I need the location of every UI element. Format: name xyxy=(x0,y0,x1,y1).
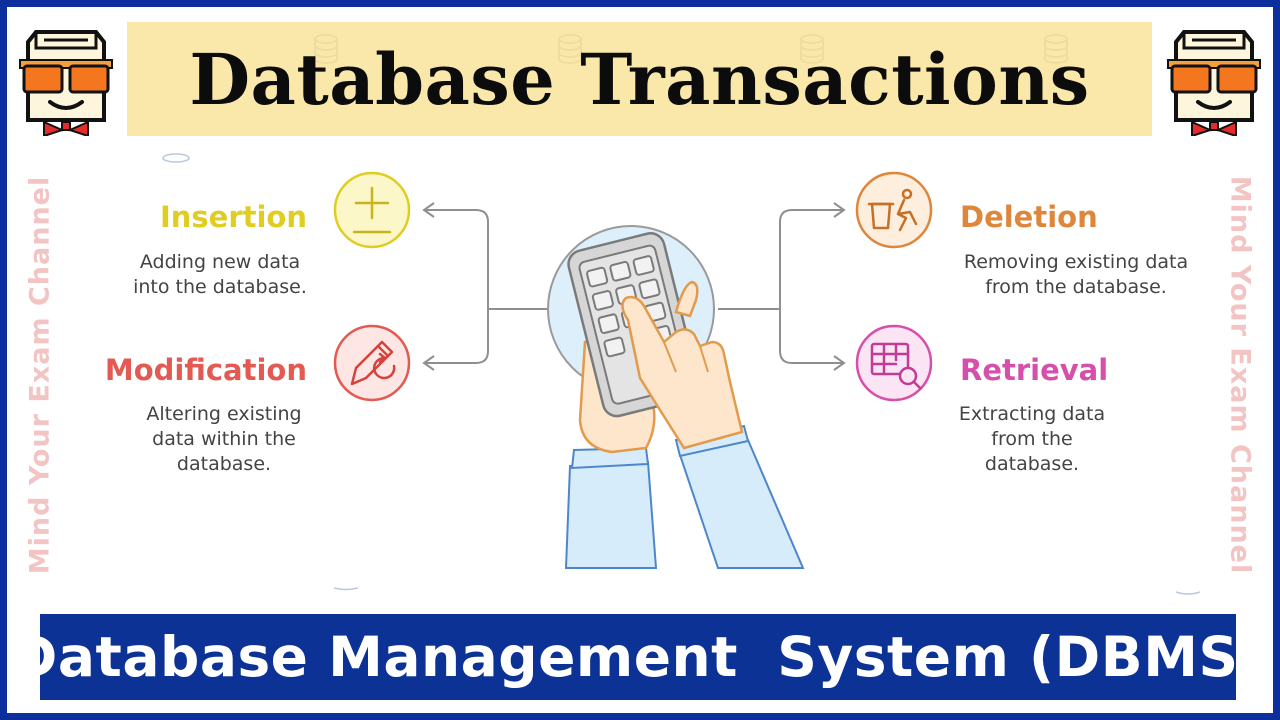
title-banner: Database Transactions xyxy=(127,22,1152,136)
connector-right xyxy=(718,202,846,371)
decor-disk xyxy=(162,153,190,163)
modification-description: Altering existing data within the databa… xyxy=(146,403,302,475)
footer-banner: Database Management System (DBMS) xyxy=(12,614,1264,700)
database-icon xyxy=(314,34,338,64)
database-icon xyxy=(1044,34,1068,64)
page-title: Database Transactions xyxy=(189,37,1090,121)
retrieval-description: Extracting data from the database. xyxy=(958,403,1106,475)
connector-left xyxy=(422,202,550,371)
insertion-heading: Insertion xyxy=(159,200,307,234)
deletion-heading: Deletion xyxy=(960,200,1098,234)
insertion-description: Adding new data into the database. xyxy=(133,251,307,298)
edit-refresh-icon xyxy=(333,324,411,402)
modification-heading: Modification xyxy=(104,353,307,387)
hand-phone-illustration xyxy=(547,225,805,569)
plus-minus-icon xyxy=(333,171,411,249)
trash-person-icon xyxy=(855,171,933,249)
retrieval-heading: Retrieval xyxy=(960,353,1109,387)
mascot-icon xyxy=(19,30,113,136)
deletion-description: Removing existing data from the database… xyxy=(963,251,1189,298)
footer-title: Database Management System (DBMS) xyxy=(11,625,1265,689)
mascot-icon xyxy=(1167,30,1261,136)
database-icon xyxy=(800,34,824,64)
database-icon xyxy=(558,34,582,64)
decor-disk xyxy=(1175,591,1201,595)
table-search-icon xyxy=(855,324,933,402)
decor-disk xyxy=(333,587,359,591)
